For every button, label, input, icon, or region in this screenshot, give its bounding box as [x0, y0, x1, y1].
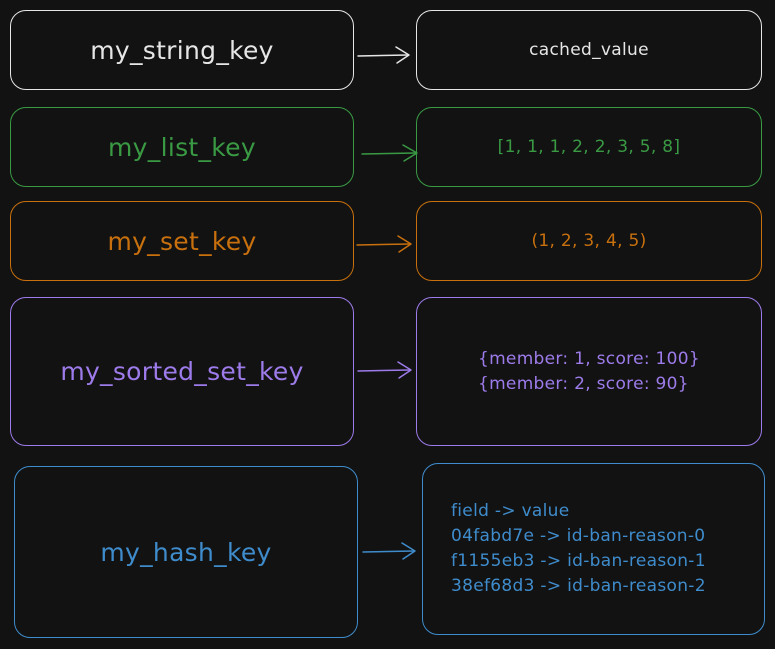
list-arrow — [361, 144, 418, 162]
sorted-set-value-lines: {member: 1, score: 100} {member: 2, scor… — [478, 347, 700, 397]
hash-key-box: my_hash_key — [14, 466, 358, 638]
set-key-box: my_set_key — [10, 201, 354, 281]
list-key-label: my_list_key — [108, 132, 256, 162]
string-key-box: my_string_key — [10, 10, 354, 90]
sorted-set-value-line: {member: 1, score: 100} — [477, 348, 701, 369]
hash-value-line: 38ef68d3 -> id-ban-reason-2 — [451, 576, 706, 596]
list-key-box: my_list_key — [10, 107, 354, 187]
set-key-label: my_set_key — [107, 226, 257, 256]
string-key-label: my_string_key — [90, 35, 274, 65]
list-value-box: [1, 1, 1, 2, 2, 3, 5, 8] — [416, 107, 762, 187]
hash-value-lines: field -> value 04fabd7e -> id-ban-reason… — [451, 499, 706, 599]
hash-value-box: field -> value 04fabd7e -> id-ban-reason… — [422, 463, 765, 635]
sorted-set-value-line: {member: 2, score: 90} — [477, 373, 689, 394]
sorted-set-key-label: my_sorted_set_key — [60, 357, 304, 386]
hash-value-line: 04fabd7e -> id-ban-reason-0 — [451, 526, 706, 546]
list-value-label: [1, 1, 1, 2, 2, 3, 5, 8] — [497, 137, 681, 157]
sorted-set-arrow — [357, 361, 412, 379]
hash-value-line: f1155eb3 -> id-ban-reason-1 — [451, 551, 706, 571]
set-value-box: (1, 2, 3, 4, 5) — [416, 201, 762, 281]
hash-value-line: field -> value — [451, 501, 570, 521]
string-value-label: cached_value — [529, 40, 649, 60]
set-value-label: (1, 2, 3, 4, 5) — [531, 231, 647, 251]
hash-key-label: my_hash_key — [100, 537, 272, 567]
sorted-set-value-box: {member: 1, score: 100} {member: 2, scor… — [416, 297, 762, 446]
hash-arrow — [362, 542, 416, 560]
sorted-set-key-box: my_sorted_set_key — [10, 297, 354, 446]
string-arrow — [357, 46, 410, 64]
string-value-box: cached_value — [416, 10, 762, 90]
set-arrow — [356, 235, 412, 253]
